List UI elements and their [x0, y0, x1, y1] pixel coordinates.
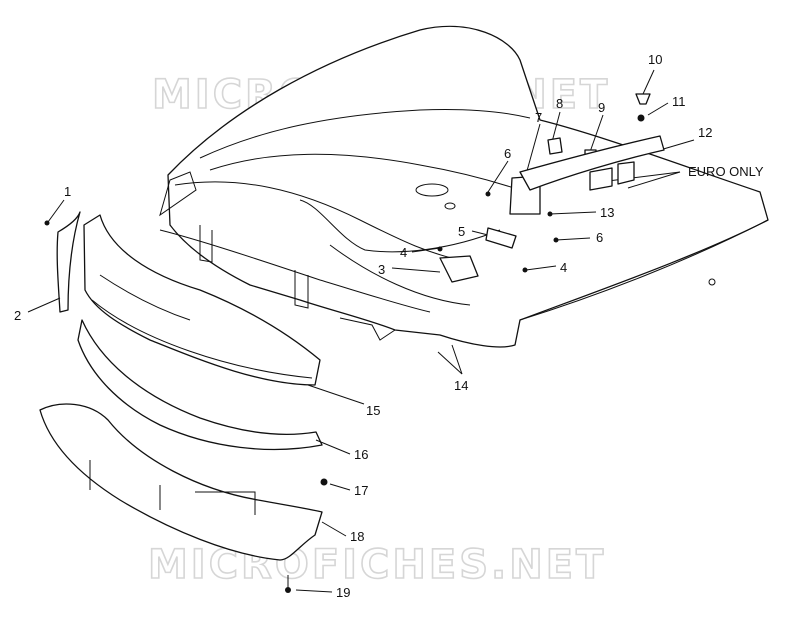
part-18-skidpan	[39, 403, 323, 561]
callout-16: 16	[354, 447, 368, 462]
callout-14: 14	[454, 378, 468, 393]
euro-only-note: EURO ONLY	[688, 164, 764, 179]
part-2-strip	[56, 211, 81, 313]
callout-12: 12	[698, 125, 712, 140]
callout-19: 19	[336, 585, 350, 600]
callout-18: 18	[350, 529, 364, 544]
callout-15: 15	[366, 403, 380, 418]
callout-6b: 6	[596, 230, 603, 245]
part-16-strip	[77, 319, 323, 451]
callout-9: 9	[598, 100, 605, 115]
callout-4a: 4	[400, 245, 407, 260]
callout-13: 13	[600, 205, 614, 220]
part-15-bumper	[83, 214, 321, 386]
callout-10: 10	[648, 52, 662, 67]
hardware	[44, 93, 665, 593]
callout-4b: 4	[560, 260, 567, 275]
hood-assembly	[159, 25, 769, 348]
leader-lines	[27, 69, 695, 593]
callout-8: 8	[556, 96, 563, 111]
callout-6a: 6	[504, 146, 511, 161]
callout-3: 3	[378, 262, 385, 277]
callout-2: 2	[14, 308, 21, 323]
callout-1: 1	[64, 184, 71, 199]
callout-5: 5	[458, 224, 465, 239]
callout-7: 7	[535, 110, 542, 125]
callout-11: 11	[672, 94, 686, 109]
watermark-bottom: MICROFICHES.NET	[148, 542, 606, 588]
callout-17: 17	[354, 483, 368, 498]
callout-labels: 1 2 3 4 4 5 6 6 7 8 9 10 11 12 13 14 15 …	[14, 52, 764, 600]
